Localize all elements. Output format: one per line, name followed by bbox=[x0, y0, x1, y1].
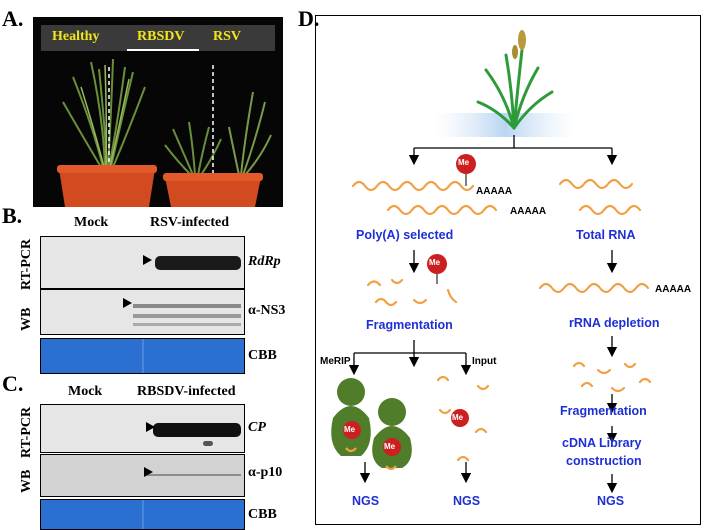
methyl-label-4: Me bbox=[384, 442, 396, 451]
label-cdna-library: cDNA Library bbox=[562, 436, 642, 450]
arrowhead-ns3 bbox=[123, 298, 132, 308]
rna-strands bbox=[351, 178, 652, 462]
label-ns3: α-NS3 bbox=[248, 303, 286, 318]
ns3-band-3 bbox=[133, 323, 241, 326]
label-p10: α-p10 bbox=[248, 465, 283, 480]
label-cbb-b: CBB bbox=[248, 348, 277, 363]
cbb-stain-b bbox=[40, 338, 245, 374]
methyl-markers bbox=[427, 154, 476, 427]
cbb-lane-divider-c bbox=[142, 500, 144, 529]
label-ngs-input: NGS bbox=[453, 494, 481, 508]
panel-letter-a: A. bbox=[2, 6, 24, 31]
antibody-complexes bbox=[331, 378, 412, 468]
wb-blot-p10 bbox=[40, 454, 245, 497]
panel-letter-c: C. bbox=[2, 371, 24, 396]
plant-photo: Healthy RBSDV RSV bbox=[33, 17, 283, 207]
panel-letter-d: D. bbox=[298, 6, 320, 31]
arrowhead-rdrp bbox=[143, 255, 152, 265]
label-cp: CP bbox=[248, 420, 266, 435]
label-poly-a-selected: Poly(A) selected bbox=[356, 228, 454, 242]
label-input: Input bbox=[472, 356, 497, 367]
plant-shadow bbox=[435, 113, 575, 137]
panel-c-col-mock: Mock bbox=[68, 384, 103, 399]
label-cbb-c: CBB bbox=[248, 507, 277, 522]
rt-pcr-gel-rdrp bbox=[40, 236, 245, 289]
label-rdrp: RdRp bbox=[248, 254, 281, 269]
panel-c-col-infected: RBSDV-infected bbox=[137, 384, 236, 399]
panel-b-col-infected: RSV-infected bbox=[150, 215, 230, 230]
label-rsv: RSV bbox=[213, 29, 242, 44]
label-rrna-depletion: rRNA depletion bbox=[569, 316, 660, 330]
label-merip: MeRIP bbox=[320, 356, 351, 367]
methyl-label-3: Me bbox=[344, 425, 356, 434]
methyl-label-5: Me bbox=[452, 413, 464, 422]
photo-header-bar bbox=[41, 25, 275, 51]
ns3-band-1 bbox=[133, 304, 241, 308]
cp-band bbox=[153, 423, 241, 437]
label-fragmentation-right: Fragmentation bbox=[560, 404, 647, 418]
label-total-rna: Total RNA bbox=[576, 228, 636, 242]
panel-letter-b: B. bbox=[2, 203, 23, 228]
arrowhead-p10 bbox=[144, 467, 153, 477]
label-rbsdv: RBSDV bbox=[137, 29, 185, 44]
methyl-label-2: Me bbox=[429, 258, 441, 267]
label-healthy: Healthy bbox=[52, 29, 100, 44]
methyl-label-1: Me bbox=[458, 158, 470, 167]
cbb-lane-divider-b bbox=[142, 339, 144, 373]
label-ngs-total: NGS bbox=[597, 494, 625, 508]
arrowhead-cp bbox=[146, 422, 155, 432]
panel-b-col-mock: Mock bbox=[74, 215, 109, 230]
label-fragmentation-left: Fragmentation bbox=[366, 318, 453, 332]
wb-blot-ns3 bbox=[40, 289, 245, 335]
rice-plant-icon bbox=[476, 48, 554, 130]
workflow-diagram-frame bbox=[315, 15, 701, 525]
label-ngs-merip: NGS bbox=[352, 494, 380, 508]
cbb-stain-c bbox=[40, 499, 245, 530]
header-underline bbox=[127, 49, 199, 51]
rdrp-band bbox=[155, 256, 241, 270]
label-construction: construction bbox=[566, 454, 642, 468]
cp-band-spot bbox=[203, 441, 213, 446]
rt-pcr-gel-cp bbox=[40, 404, 245, 453]
p10-band bbox=[147, 474, 241, 476]
poly-a-tail-1: AAAAA bbox=[476, 186, 513, 197]
plants-illustration bbox=[57, 58, 272, 207]
poly-a-tail-3: AAAAA bbox=[655, 284, 692, 295]
poly-a-tail-2: AAAAA bbox=[510, 206, 547, 217]
ns3-band-2 bbox=[133, 314, 241, 318]
